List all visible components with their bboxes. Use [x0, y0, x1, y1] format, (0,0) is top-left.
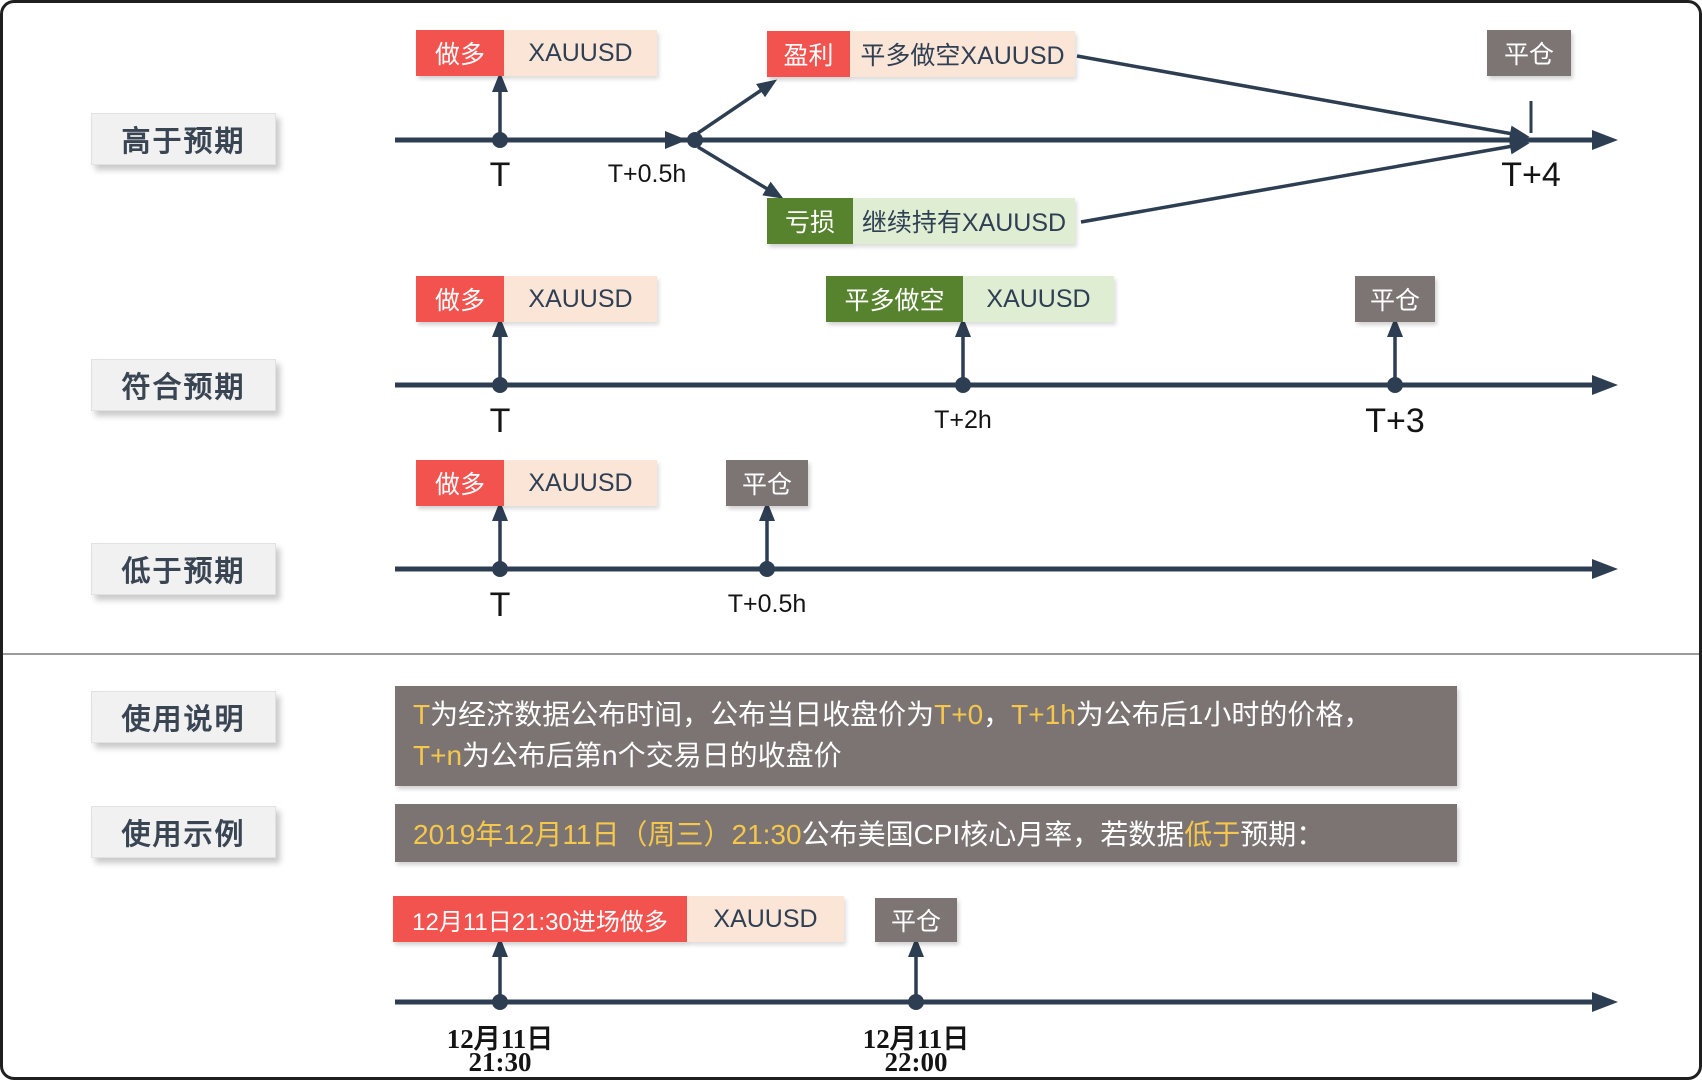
highlight-text: 2019年12月11日（周三）21:30: [413, 819, 802, 850]
close-position-box: 平仓: [726, 460, 808, 506]
time-label-t4: T+4: [1501, 155, 1561, 194]
time-label-t05h: T+0.5h: [607, 159, 687, 188]
usage-notes-panel: T为经济数据公布时间，公布当日收盘价为T+0，T+1h为公布后1小时的价格， T…: [395, 686, 1457, 786]
long-entry-tag: 做多: [416, 30, 504, 76]
profit-converge-arrow: [1076, 54, 1530, 142]
plain-text: 为经济数据公布时间，公布当日收盘价为: [430, 699, 935, 731]
event-dot: [492, 377, 508, 393]
highlight-text: T+n: [413, 740, 463, 771]
loss-tag: 亏损: [767, 198, 853, 244]
plain-text: ，: [983, 699, 1012, 731]
loss-action-box: 继续持有XAUUSD: [853, 198, 1075, 244]
event-dot: [1387, 377, 1403, 393]
loss-converge-arrow: [1080, 138, 1530, 224]
plain-text: 预期：: [1240, 819, 1325, 850]
long-entry-tag: 做多: [416, 276, 504, 322]
long-entry-asset: XAUUSD: [504, 276, 657, 322]
event-dot: [492, 994, 508, 1010]
highlight-text: T: [413, 699, 431, 731]
section-divider: [3, 653, 1699, 655]
example-time2-clock: 22:00: [884, 1047, 948, 1077]
profit-action-box: 平多做空XAUUSD: [850, 31, 1075, 77]
long-entry-asset: XAUUSD: [504, 460, 657, 506]
close-position-box: 平仓: [875, 898, 957, 942]
highlight-text: T+0: [934, 699, 984, 731]
event-dot: [908, 994, 924, 1010]
time-label-t: T: [489, 401, 511, 440]
close-long-short-tag: 平多做空: [826, 276, 963, 322]
plain-text: 公布美国CPI核心月率，若数据: [801, 819, 1185, 850]
section-label-above-expectations: 高于预期: [91, 113, 276, 165]
example-time2-date: 12月11日: [862, 1024, 970, 1054]
close-position-box: 平仓: [1355, 276, 1435, 322]
usage-notes-label: 使用说明: [91, 691, 276, 743]
example-time1-date: 12月11日: [446, 1024, 554, 1054]
usage-example-label: 使用示例: [91, 806, 276, 858]
example-time1-clock: 21:30: [468, 1047, 532, 1077]
time-label-t05h: T+0.5h: [727, 589, 807, 618]
event-dot: [759, 561, 775, 577]
event-dot: [687, 132, 703, 148]
example-entry-tag: 12月11日21:30进场做多: [393, 896, 687, 942]
section-label-below-expectations: 低于预期: [91, 543, 276, 595]
usage-example-line: 2019年12月11日（周三）21:30公布美国CPI核心月率，若数据低于预期：: [413, 813, 1324, 853]
branch-inflow-arrowhead: [665, 131, 687, 149]
branch-profit-arrow: [697, 79, 778, 135]
profit-tag: 盈利: [767, 31, 850, 77]
event-dot: [955, 377, 971, 393]
long-entry-tag: 做多: [416, 460, 504, 506]
close-position-box: 平仓: [1487, 30, 1571, 76]
plain-text: 为公布后第n个交易日的收盘价: [462, 740, 842, 771]
event-dot: [492, 561, 508, 577]
usage-notes-line1: T为经济数据公布时间，公布当日收盘价为T+0，T+1h为公布后1小时的价格，: [413, 695, 1439, 736]
highlight-text: 低于: [1184, 819, 1241, 850]
example-entry-asset: XAUUSD: [687, 896, 844, 942]
long-entry-asset: XAUUSD: [504, 30, 657, 76]
time-label-t3: T+3: [1365, 401, 1425, 440]
event-dot: [492, 132, 508, 148]
time-label-t: T: [489, 585, 511, 624]
close-long-short-asset: XAUUSD: [963, 276, 1114, 322]
usage-example-panel: 2019年12月11日（周三）21:30公布美国CPI核心月率，若数据低于预期：: [395, 804, 1457, 862]
plain-text: 为公布后1小时的价格，: [1075, 699, 1372, 731]
time-label-t2h: T+2h: [934, 405, 992, 434]
usage-notes-line2: T+n为公布后第n个交易日的收盘价: [413, 736, 1439, 777]
highlight-text: T+1h: [1011, 699, 1076, 731]
section-label-meets-expectations: 符合预期: [91, 359, 276, 411]
time-label-t: T: [489, 155, 511, 194]
